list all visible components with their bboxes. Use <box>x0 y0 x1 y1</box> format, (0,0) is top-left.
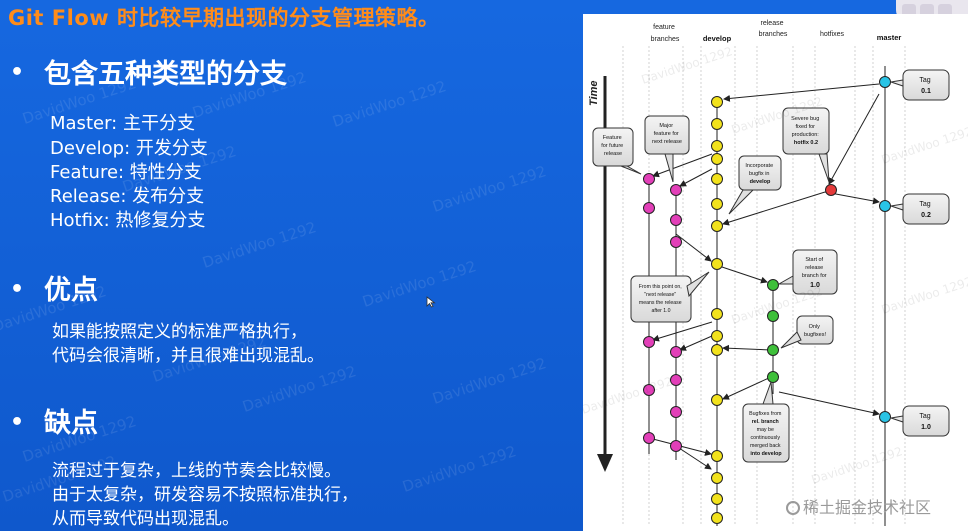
svg-text:Feature for future: Feature for future release <box>601 135 625 157</box>
commit-feature <box>643 336 655 348</box>
branch-item-develop: Develop: 开发分支 <box>50 138 208 159</box>
time-label: Time <box>588 81 600 106</box>
commit-develop <box>711 96 723 108</box>
pros-line: 如果能按照定义的标准严格执行， <box>52 322 307 342</box>
callout-bugfixes-from-release: Bugfixes from rel. branch may be continu… <box>742 381 790 463</box>
commit-feature <box>670 184 682 196</box>
cons-line: 由于太复杂，研发容易不按照标准执行， <box>52 485 358 505</box>
tag-0-1: Tag 0.1 <box>890 69 950 101</box>
commit-develop <box>711 512 723 524</box>
svg-text:Severe bug fixed for: Severe bug fixed for production: hotfix … <box>791 116 821 146</box>
pros-line: 代码会很清晰，并且很难出现混乱。 <box>52 346 324 366</box>
commit-feature <box>670 374 682 386</box>
commit-release <box>767 371 779 383</box>
svg-text:DavidWoo 1292: DavidWoo 1292 <box>640 44 735 87</box>
svg-text:Incorporate bugfix in: Incorporate bugfix in develop <box>745 163 774 185</box>
commit-feature <box>670 346 682 358</box>
commit-develop <box>711 450 723 462</box>
branch-item-feature: Feature: 特性分支 <box>50 162 202 183</box>
commit-develop <box>711 308 723 320</box>
bullet-icon: • <box>10 60 25 85</box>
commit-feature <box>670 236 682 248</box>
heading-cons: 缺点 <box>44 408 98 439</box>
commit-develop <box>711 472 723 484</box>
commit-hotfix <box>825 184 837 196</box>
callout-feature-future: Feature for future release <box>592 127 642 175</box>
site-watermark: 稀土掘金技术社区 <box>786 494 931 518</box>
column-header-feature: feature branches <box>651 24 680 43</box>
callout-severe-bug: Severe bug fixed for production: hotfix … <box>782 107 830 183</box>
commit-feature <box>670 214 682 226</box>
git-flow-diagram-svg: feature branches develop release branche… <box>583 20 968 526</box>
callout-from-this-point: From this point on, "next release" means… <box>630 271 710 323</box>
tag-0-2: Tag 0.2 <box>890 193 950 225</box>
svg-text:Start of release b: Start of release branch for 1.0 <box>802 257 828 289</box>
juejin-logo-icon <box>786 501 800 515</box>
release-commits <box>767 279 779 383</box>
feature-commits <box>643 173 682 452</box>
commit-master <box>879 411 891 423</box>
column-header-release: release branches <box>759 20 788 38</box>
commit-develop <box>711 330 723 342</box>
svg-text:DavidWoo 1292: DavidWoo 1292 <box>583 374 674 417</box>
commit-feature <box>643 202 655 214</box>
commit-develop <box>711 220 723 232</box>
commit-master <box>879 200 891 212</box>
site-watermark-text: 稀土掘金技术社区 <box>803 498 932 517</box>
commit-develop <box>711 140 723 152</box>
commit-develop <box>711 118 723 130</box>
svg-text:DavidWoo 1292: DavidWoo 1292 <box>810 444 905 487</box>
cons-line: 流程过于复杂，上线的节奏会比较慢。 <box>52 461 341 481</box>
merge-arrows <box>648 83 880 470</box>
svg-text:From this point on, "nex: From this point on, "next release" means… <box>639 284 683 314</box>
slide-title: Git Flow 时比较早期出现的分支管理策略。 <box>8 6 440 30</box>
svg-text:Tag 0.2: Tag 0.2 <box>919 201 932 219</box>
branch-item-release: Release: 发布分支 <box>50 186 205 207</box>
commit-feature <box>670 440 682 452</box>
column-header-hotfixes: hotfixes <box>820 31 845 38</box>
column-header-master: master <box>877 33 902 42</box>
svg-text:DavidWoo 1292: DavidWoo 1292 <box>880 274 968 317</box>
commit-develop <box>711 153 723 165</box>
git-flow-diagram: feature branches develop release branche… <box>583 14 968 531</box>
commit-develop <box>711 198 723 210</box>
master-commits <box>879 76 891 423</box>
commit-master <box>879 76 891 88</box>
svg-text:Tag 0.1: Tag 0.1 <box>919 77 932 95</box>
callout-major-feature: Major feature for next release <box>644 115 690 183</box>
svg-text:Bugfixes from rel. branc: Bugfixes from rel. branch may be continu… <box>749 411 783 457</box>
branch-item-hotfix: Hotfix: 热修复分支 <box>50 210 206 231</box>
callout-start-release: Start of release branch for 1.0 <box>777 249 838 295</box>
heading-pros: 优点 <box>44 275 98 306</box>
branch-item-master: Master: 主干分支 <box>50 113 195 134</box>
cons-line: 从而导致代码出现混乱。 <box>52 509 239 529</box>
bullet-icon: • <box>10 410 25 435</box>
svg-text:Only bugfixes!: Only bugfixes! <box>804 324 826 338</box>
commit-feature <box>643 384 655 396</box>
callout-incorporate-bugfix: Incorporate bugfix in develop <box>728 155 782 215</box>
commit-feature <box>670 406 682 418</box>
svg-text:Tag 1.0: Tag 1.0 <box>919 413 932 431</box>
tag-1-0: Tag 1.0 <box>890 405 950 437</box>
commit-develop <box>711 173 723 185</box>
column-header-develop: develop <box>703 34 732 43</box>
commit-develop <box>711 493 723 505</box>
time-axis-arrow-icon <box>597 454 613 472</box>
mouse-pointer-icon <box>426 296 436 308</box>
commit-develop <box>711 344 723 356</box>
commit-release <box>767 344 779 356</box>
commit-feature <box>643 432 655 444</box>
heading-branch-types: 包含五种类型的分支 <box>44 59 287 90</box>
svg-text:DavidWoo 1292: DavidWoo 1292 <box>880 124 968 167</box>
bullet-icon: • <box>10 277 25 302</box>
svg-text:Major feature for: Major feature for next release <box>652 123 682 145</box>
commit-release <box>767 279 779 291</box>
develop-commits <box>711 96 723 524</box>
commit-develop <box>711 258 723 270</box>
commit-release <box>767 310 779 322</box>
callout-only-bugfixes: Only bugfixes! <box>780 315 834 349</box>
commit-develop <box>711 394 723 406</box>
commit-feature <box>643 173 655 185</box>
